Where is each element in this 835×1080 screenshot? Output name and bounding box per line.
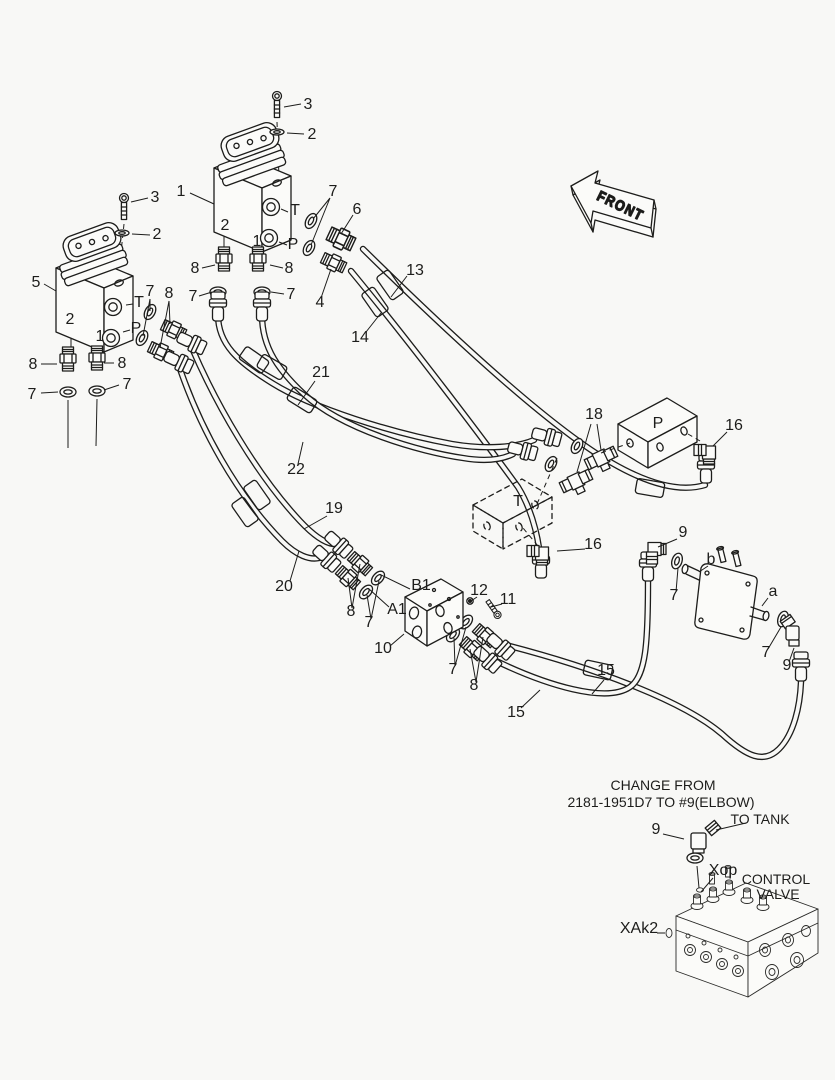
callout-14: 14: [351, 329, 369, 346]
callout-1: 1: [253, 233, 262, 250]
callout-9: 9: [679, 524, 688, 541]
callout-15: 15: [597, 662, 615, 679]
callout-7: 7: [365, 614, 374, 631]
valve-caps: [690, 864, 770, 911]
valve-side-ports: [759, 925, 811, 980]
callout-8: 8: [285, 260, 294, 277]
callout-20: 20: [275, 578, 293, 595]
callout-b: b: [707, 551, 716, 568]
shockless-valve: [681, 545, 770, 640]
callout-A1: A1: [387, 601, 407, 618]
t-block: [472, 478, 553, 550]
callout-7: 7: [287, 286, 296, 303]
control-valve-label-line1: CONTROL: [742, 871, 811, 887]
front-arrow: FRONT: [570, 170, 657, 238]
p-block: [617, 397, 698, 469]
screw-3-left: [118, 192, 130, 221]
callout-21: 21: [312, 364, 330, 381]
hose-20: [175, 362, 323, 562]
callout-T: T: [290, 202, 300, 219]
callout-22: 22: [287, 461, 305, 478]
callout-7: 7: [762, 644, 771, 661]
callout-7: 7: [146, 283, 155, 300]
connector-4: [318, 249, 349, 276]
elbow-fittings: [526, 443, 800, 854]
callout-8: 8: [191, 260, 200, 277]
callout-7: 7: [329, 183, 338, 200]
hose-15-a: [498, 640, 805, 761]
callout-P: P: [131, 320, 142, 337]
callout-8: 8: [29, 356, 38, 373]
callout-T: T: [134, 294, 144, 311]
callout-8: 8: [165, 285, 174, 302]
port-a-boss: [749, 606, 766, 621]
callout-18: 18: [585, 406, 603, 423]
to-tank-label: TO TANK: [730, 811, 790, 827]
control-valve-label-line2: VALVE: [756, 886, 799, 902]
shuttle-block-10: [404, 578, 464, 647]
callout-a: a: [769, 583, 778, 600]
control-valve-assembly: [665, 864, 819, 998]
revision-note-line1: CHANGE FROM: [611, 777, 716, 793]
callout-13: 13: [406, 262, 424, 279]
callout-7: 7: [123, 376, 132, 393]
callout-10: 10: [374, 640, 392, 657]
callout-2: 2: [153, 226, 162, 243]
callout-16: 16: [725, 417, 743, 434]
callout-1: 1: [177, 183, 186, 200]
elbow-16-t: [526, 544, 550, 566]
washer-2-top: [269, 128, 285, 136]
callout-9: 9: [652, 821, 661, 838]
callout-11: 11: [500, 591, 517, 608]
callout-Xop: Xop: [709, 862, 738, 879]
revision-note-line2: 2181-1951D7 TO #9(ELBOW): [567, 794, 754, 810]
callout-B1: B1: [411, 577, 431, 594]
hose-19: [188, 344, 337, 548]
hose-group: [175, 245, 805, 761]
callout-3: 3: [151, 189, 160, 206]
washer-2-left: [114, 229, 130, 237]
callout-8: 8: [118, 355, 127, 372]
port-xak2: [665, 928, 673, 938]
callout-1: 1: [96, 328, 105, 345]
callout-6: 6: [353, 201, 362, 218]
callout-9: 9: [783, 657, 792, 674]
callout-15: 15: [507, 704, 525, 721]
callout-4: 4: [316, 294, 325, 311]
callout-7: 7: [670, 587, 679, 604]
connector-6: [324, 223, 358, 255]
callout-5: 5: [32, 274, 41, 291]
callout-3: 3: [304, 96, 313, 113]
leader-lines: [40, 103, 795, 934]
callout-P: P: [653, 415, 664, 432]
valve-front-ports: [684, 933, 744, 977]
callout-2: 2: [66, 311, 75, 328]
callout-12: 12: [470, 582, 488, 599]
callout-XAk2: XAk2: [620, 920, 658, 937]
pilot-valve-left: [55, 192, 134, 353]
screw-3-top: [271, 90, 283, 119]
elbow-9-to-tank: [690, 819, 722, 854]
hose-22: [258, 311, 517, 464]
callout-16: 16: [584, 536, 602, 553]
callout-2: 2: [308, 126, 317, 143]
callout-7: 7: [28, 386, 37, 403]
tee-fittings-18: [557, 444, 622, 501]
elbow-9-b: [645, 541, 667, 565]
elbow-9-a: [779, 613, 800, 647]
elbow-16-p: [693, 443, 717, 465]
hose-21: [214, 311, 538, 451]
callout-7: 7: [189, 288, 198, 305]
callout-8: 8: [470, 677, 479, 694]
callout-19: 19: [325, 500, 343, 517]
callout-7: 7: [449, 661, 458, 678]
callout-2: 2: [221, 217, 230, 234]
hose-15-b: [484, 578, 652, 697]
callout-T: T: [513, 493, 523, 510]
callout-8: 8: [347, 603, 356, 620]
callout-P: P: [288, 236, 299, 253]
